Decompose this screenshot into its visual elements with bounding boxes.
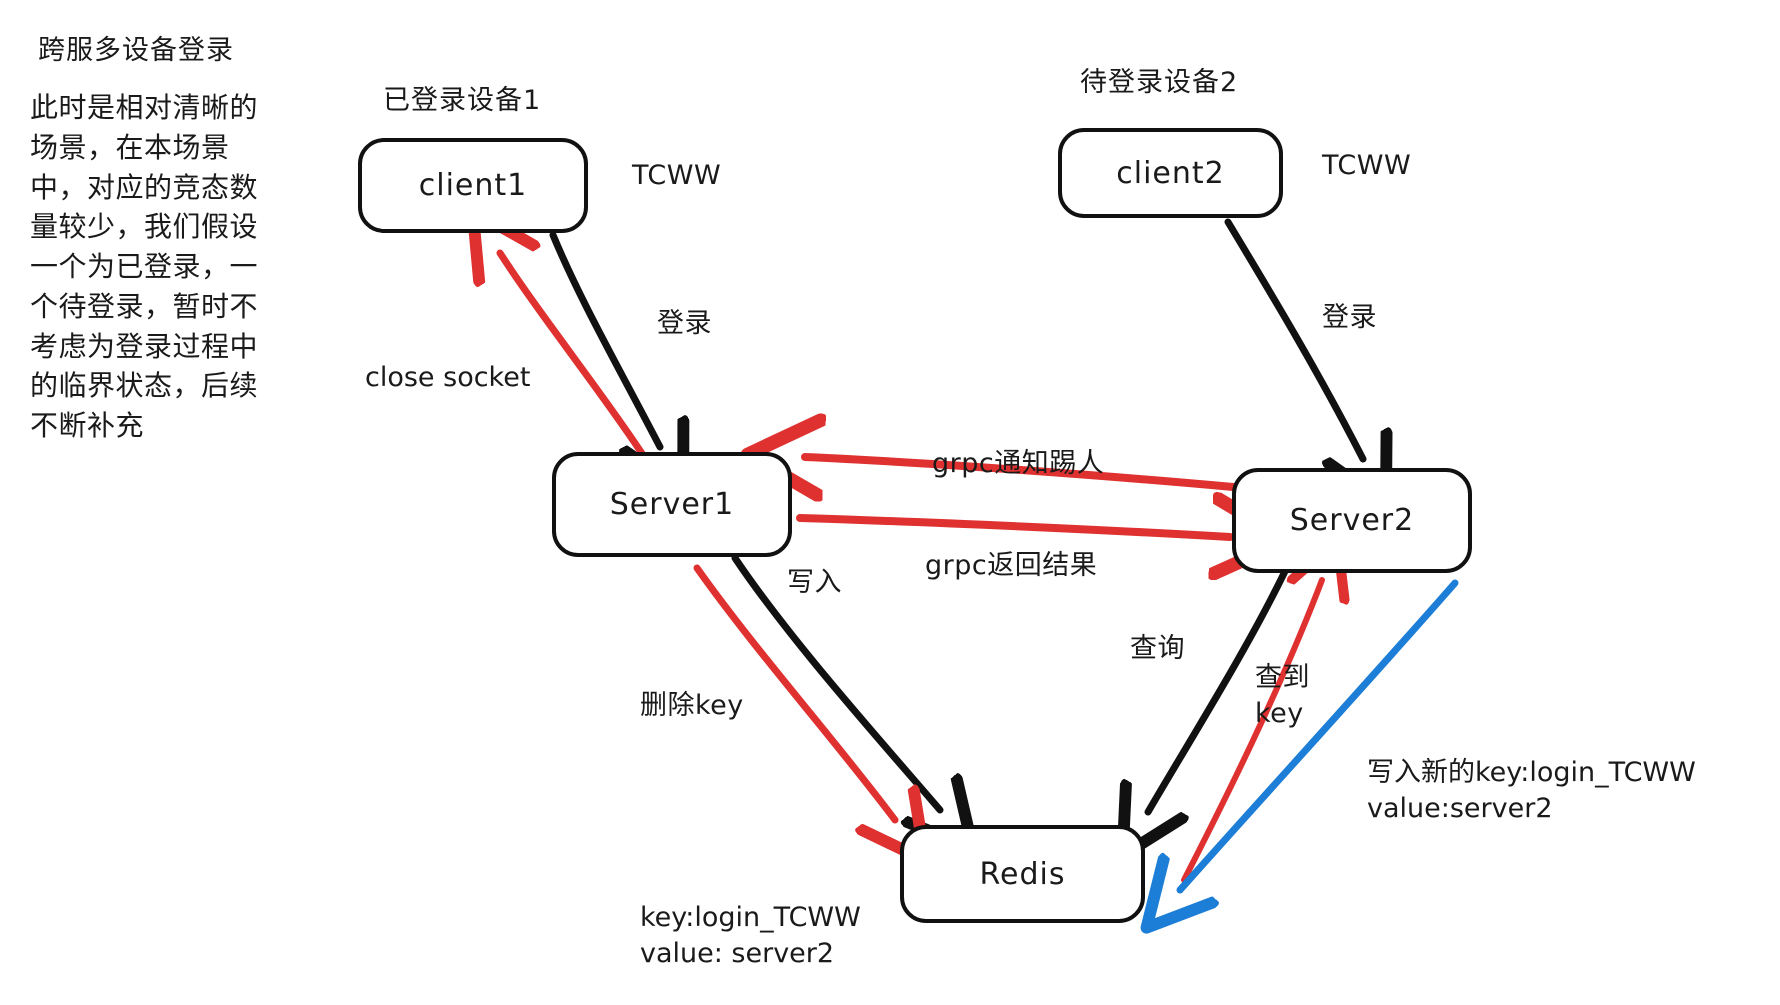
- node-client1[interactable]: client1: [358, 138, 588, 233]
- label-grpc-return-result: grpc返回结果: [925, 550, 1098, 581]
- label-query: 查询: [1130, 633, 1185, 664]
- label-write: 写入: [787, 567, 842, 598]
- arrow-client1-to-server1: [549, 231, 660, 447]
- label-login-left: 登录: [657, 308, 712, 339]
- diagram-title: 跨服多设备登录: [38, 35, 234, 66]
- label-login-right: 登录: [1322, 302, 1377, 333]
- label-redis-value: key:login_TCWW value: server2: [640, 902, 861, 969]
- node-redis[interactable]: Redis: [900, 825, 1145, 923]
- label-found-key: 查到 key: [1255, 662, 1310, 729]
- diagram-description: 此时是相对清晰的场景，在本场景中，对应的竞态数量较少，我们假设一个为已登录，一个…: [30, 91, 259, 442]
- caption-device2: 待登录设备2: [1080, 67, 1239, 98]
- label-grpc-notify-kick: grpc通知踢人: [932, 448, 1105, 479]
- arrow-server2-to-redis-writenew: [1180, 579, 1459, 890]
- label-tcww-right: TCWW: [1322, 150, 1412, 181]
- label-write-new-key: 写入新的key:login_TCWW value:server2: [1367, 757, 1696, 824]
- label-tcww-left: TCWW: [632, 160, 722, 191]
- node-server1[interactable]: Server1: [552, 452, 792, 557]
- node-client2[interactable]: client2: [1058, 128, 1283, 218]
- arrow-client2-to-server2: [1224, 218, 1363, 459]
- label-close-socket: close socket: [365, 362, 531, 393]
- arrow-server1-to-server2-result: [796, 518, 1230, 537]
- arrow-server1-to-client1: [500, 253, 647, 459]
- caption-device1: 已登录设备1: [383, 85, 542, 116]
- label-delete-key: 删除key: [640, 690, 744, 721]
- node-server2[interactable]: Server2: [1232, 468, 1472, 573]
